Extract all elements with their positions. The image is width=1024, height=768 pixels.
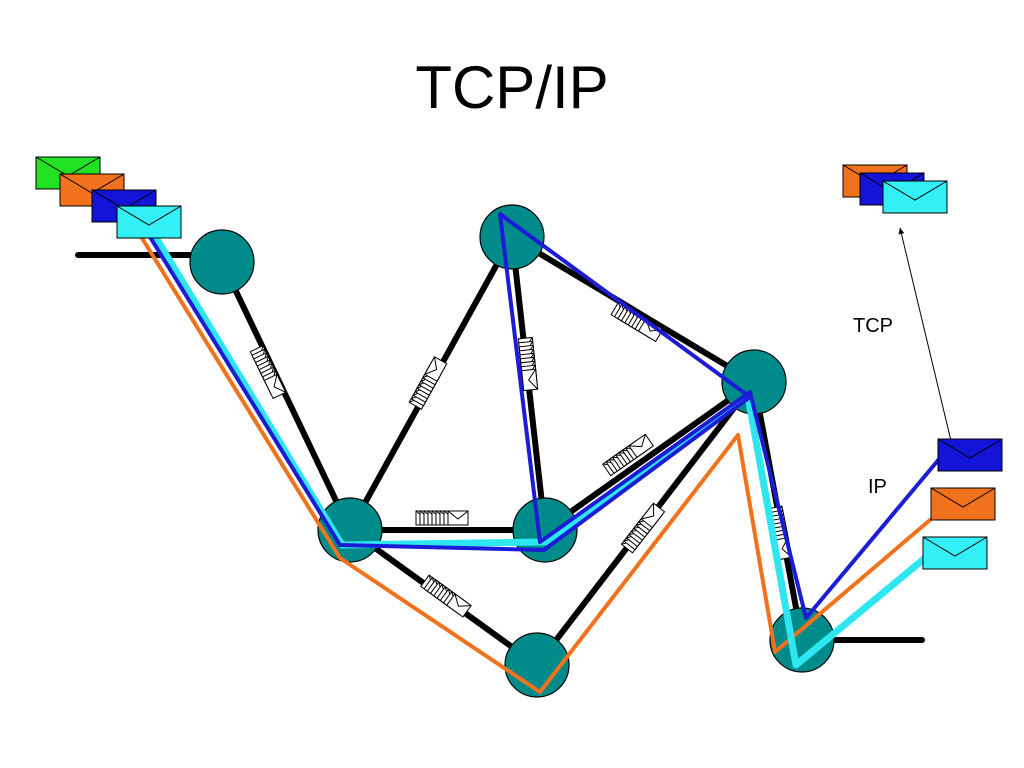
link-d-f [542, 379, 757, 533]
envelope-icon [116, 205, 182, 239]
route-blue [140, 212, 942, 620]
tcp-reassembly-arrow [898, 227, 953, 446]
source-envelopes [35, 156, 182, 239]
packet-stack-icon [416, 511, 468, 525]
network-links [75, 234, 925, 668]
ip-label: IP [868, 476, 887, 498]
router-node [479, 204, 545, 270]
page-title: TCP/IP [415, 54, 609, 121]
route-orange [130, 220, 932, 694]
router-node [189, 229, 255, 295]
envelope-icon [930, 487, 996, 521]
envelope-icon [882, 180, 948, 214]
arriving-envelopes [922, 438, 1003, 570]
packet-stack-icon [421, 575, 471, 617]
packet-stack-icon [621, 503, 664, 553]
packet-stacks [250, 303, 792, 617]
envelope-icon [937, 438, 1003, 472]
link-a-b [219, 259, 353, 533]
router-node [317, 497, 383, 563]
envelope-icon [922, 536, 988, 570]
router-node [512, 497, 578, 563]
tcp-label: TCP [853, 315, 893, 337]
packet-stack-icon [409, 357, 446, 409]
destination-envelopes [842, 164, 948, 214]
route-cyan [146, 224, 929, 669]
